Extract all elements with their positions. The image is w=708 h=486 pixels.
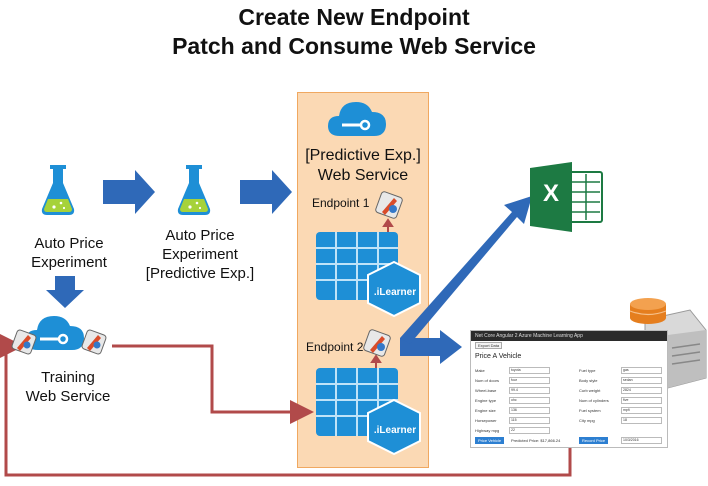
field-input-doors[interactable]: four [509,377,550,384]
field-input-wheelbase[interactable]: 99.4 [509,387,550,394]
record-price-button[interactable]: Record Price [579,437,609,444]
label-endpoint-2: Endpoint 2 [306,340,364,354]
field-input-highway-mpg[interactable]: 22 [509,427,550,434]
excel-letter: X [542,180,559,207]
label-training-web-service: Training Web Service [10,368,126,406]
field-label-cylinders: Num of cylinders [579,398,609,403]
flow-app-back-to-training [0,334,572,477]
field-label-body-style: Body style [579,378,598,383]
arrow-exp-to-training [46,276,84,308]
flow-training-to-ilearner [112,344,314,424]
field-label-horsepower: Horsepower [475,418,497,423]
field-label-fuel-type: Fuel type [579,368,596,373]
flask-icon-predictive [177,165,211,215]
export-data-button[interactable]: Export Data [475,342,503,349]
field-input-engine-type[interactable]: ohc [509,397,550,404]
field-label-highway-mpg: Highway mpg [475,428,500,433]
field-input-make[interactable]: toyota [509,367,550,374]
title-line-1: Create New Endpoint [238,4,470,30]
training-tool-icon-right [81,329,107,355]
cloud-icon-training-service [26,316,84,350]
label-auto-price-experiment: Auto Price Experiment [14,234,124,272]
arrow-endpoint2-to-app [400,330,462,364]
app-heading: Price A Vehicle [475,353,522,360]
field-label-wheelbase: Wheel-base [475,388,497,393]
field-input-fuel-system[interactable]: mpfi [621,407,662,414]
field-input-curb-weight[interactable]: 2824 [621,387,662,394]
label-text: Auto Price Experiment [31,235,107,271]
field-input-city-mpg[interactable]: 18 [621,417,662,424]
excel-icon [530,162,603,232]
price-vehicle-app-screenshot: Net Core Angular 2 Azure Machine Learnin… [470,330,668,448]
arrow-predictive-to-service [240,170,292,214]
flask-icon-experiment [41,165,75,215]
ilearner-label-1: .iLearner [373,287,417,298]
field-input-fuel-type[interactable]: gas [621,367,662,374]
app-title-bar: Net Core Angular 2 Azure Machine Learnin… [471,331,667,341]
field-label-fuel-system: Fuel system [579,408,601,413]
field-label-make: Make [475,368,485,373]
arrow-exp-to-predictive [103,170,155,214]
price-vehicle-button[interactable]: Price Vehicle [475,437,505,444]
label-text: Auto Price Experiment [Predictive Exp.] [145,227,255,282]
field-label-city-mpg: City mpg [579,418,595,423]
field-input-cylinders[interactable]: five [621,397,662,404]
ilearner-table-icon-1 [316,232,421,318]
field-input-body-style[interactable]: sedan [621,377,662,384]
training-tool-icon-left [11,329,37,355]
ilearner-label-2: .iLearner [373,425,417,436]
field-input-horsepower[interactable]: 115 [509,417,550,424]
field-label-curb-weight: Curb weight [579,388,601,393]
endpoint-icon-2 [363,329,391,357]
label-text: [Predictive Exp.] Web Service [305,147,421,184]
arrow-endpoint2-to-excel [400,196,532,344]
predicted-price-text: Predicted Price: $17,866.24 [511,438,561,443]
cloud-icon-predictive-service [328,102,386,136]
field-label-engine-size: Engine size [475,408,496,413]
label-endpoint-1: Endpoint 1 [312,196,370,210]
endpoint-icon-1 [375,191,403,219]
ilearner-table-icon-2 [316,368,421,456]
field-input-engine-size[interactable]: 136 [509,407,550,414]
label-predictive-web-service: [Predictive Exp.] Web Service [298,146,428,186]
label-auto-price-predictive: Auto Price Experiment [Predictive Exp.] [138,226,262,283]
title-line-2: Patch and Consume Web Service [172,33,536,59]
field-label-engine-type: Engine type [475,398,497,403]
label-text: Training Web Service [25,369,111,405]
record-date-field[interactable]: 10/3/2016 [621,437,662,444]
field-label-doors: Num of doors [475,378,500,383]
